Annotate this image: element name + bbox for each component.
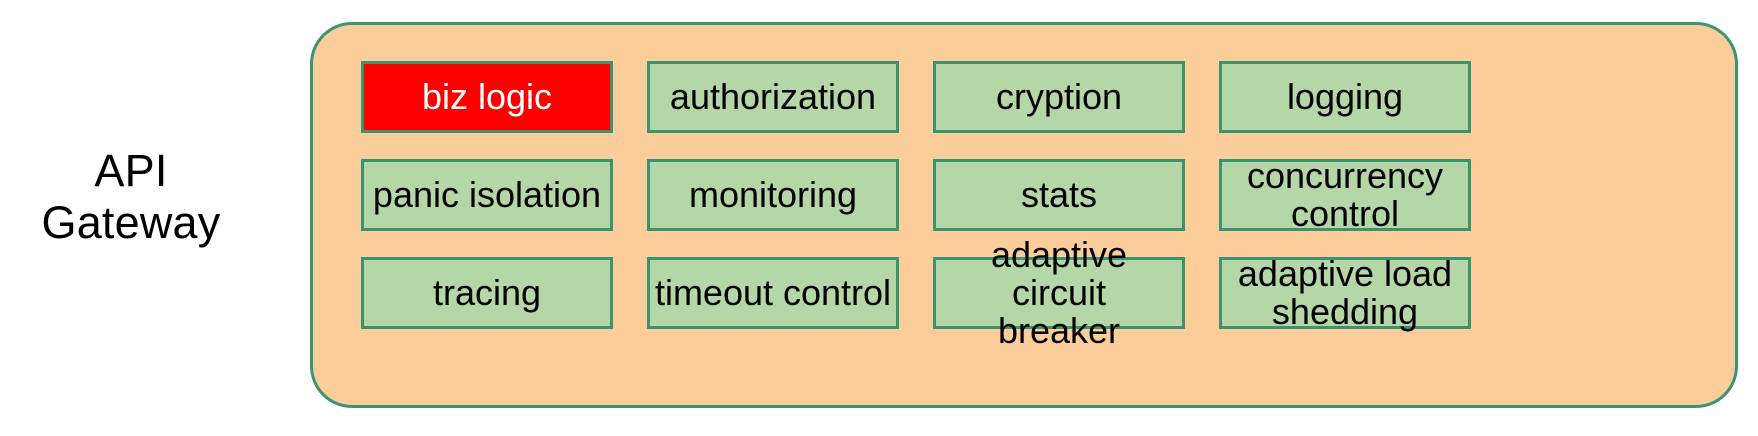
api-gateway-container: biz logic authorization cryption logging… bbox=[310, 22, 1738, 408]
feature-box-biz-logic[interactable]: biz logic bbox=[361, 61, 613, 133]
feature-box-tracing[interactable]: tracing bbox=[361, 257, 613, 329]
feature-box-cryption[interactable]: cryption bbox=[933, 61, 1185, 133]
feature-box-timeout-control[interactable]: timeout control bbox=[647, 257, 899, 329]
feature-box-panic-isolation[interactable]: panic isolation bbox=[361, 159, 613, 231]
feature-box-logging[interactable]: logging bbox=[1219, 61, 1471, 133]
feature-box-authorization[interactable]: authorization bbox=[647, 61, 899, 133]
feature-box-adaptive-circuit-breaker[interactable]: adaptive circuit breaker bbox=[933, 236, 1185, 350]
feature-box-concurrency-control[interactable]: concurrency control bbox=[1219, 157, 1471, 233]
feature-box-stats[interactable]: stats bbox=[933, 159, 1185, 231]
feature-box-adaptive-load-shedding[interactable]: adaptive load shedding bbox=[1219, 255, 1471, 331]
api-gateway-label: API Gateway bbox=[41, 145, 221, 248]
feature-box-monitoring[interactable]: monitoring bbox=[647, 159, 899, 231]
feature-grid: biz logic authorization cryption logging… bbox=[361, 61, 1681, 371]
